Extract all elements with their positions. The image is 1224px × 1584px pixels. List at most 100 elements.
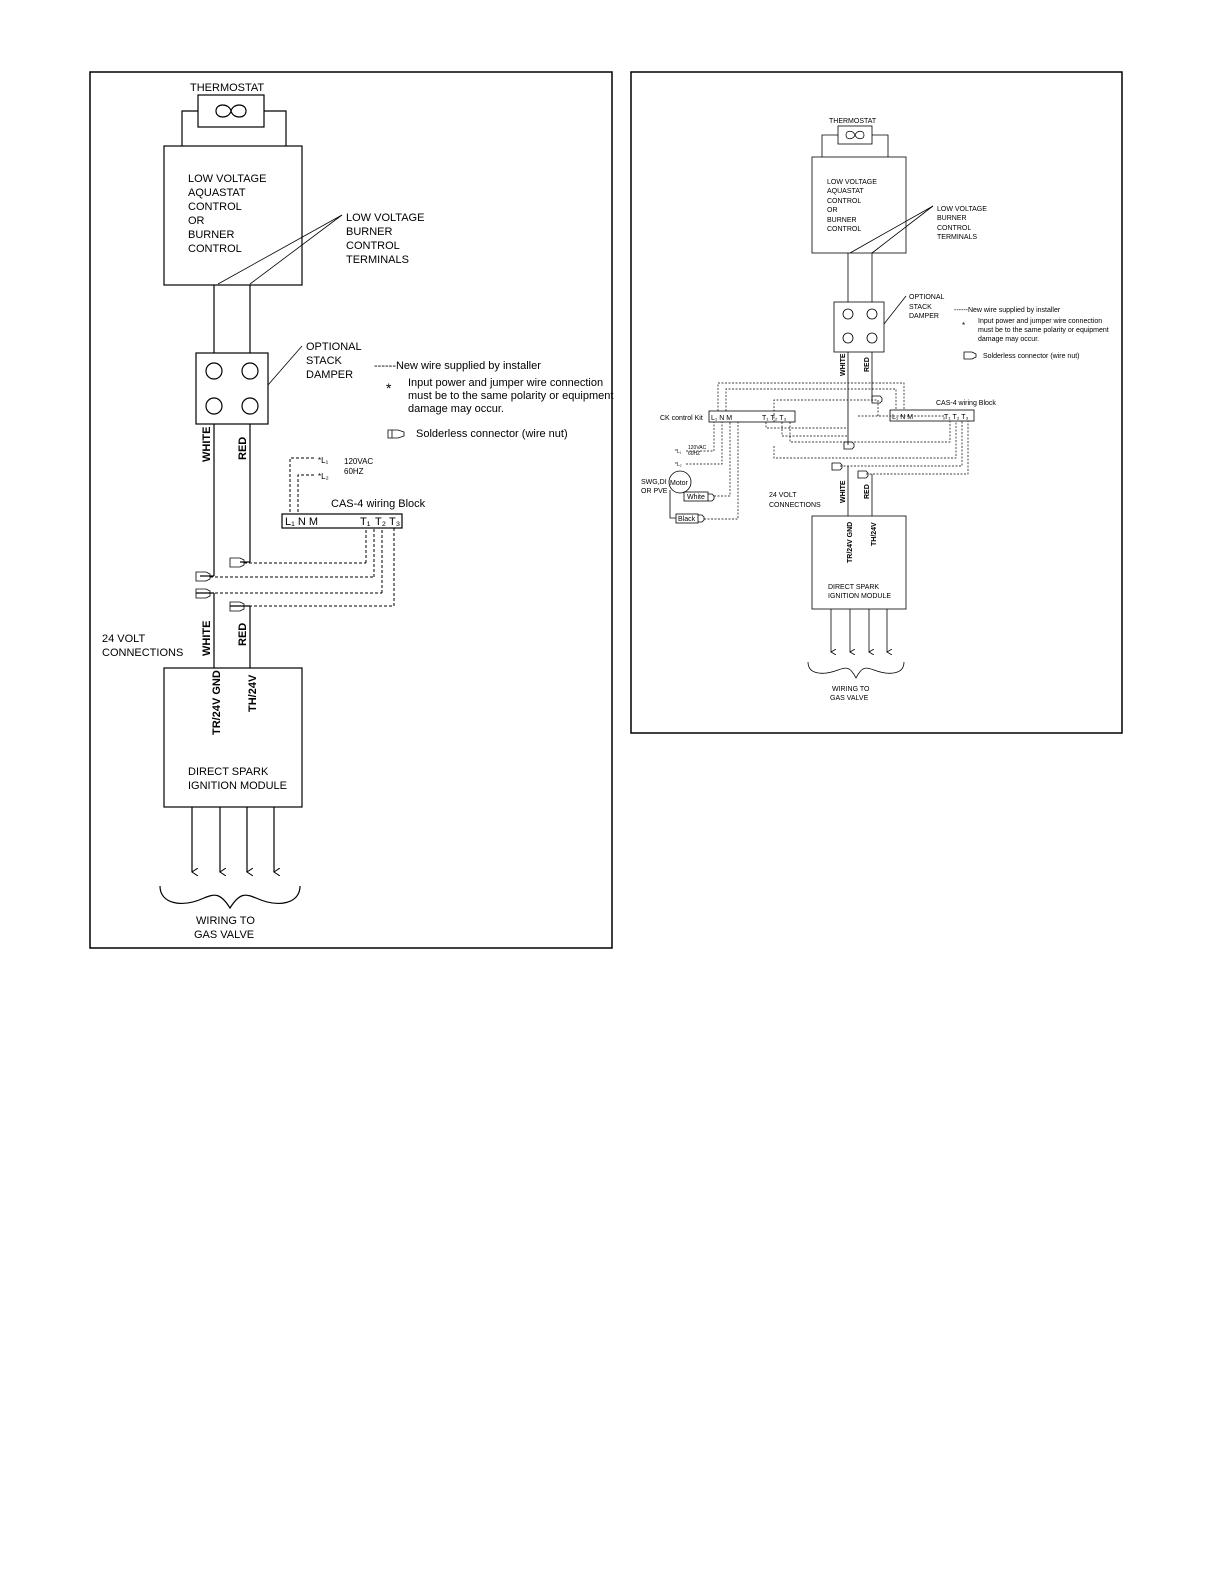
svg-text:Motor: Motor [670,480,689,487]
svg-text:------New wire supplied by ins: ------New wire supplied by installer [954,307,1061,314]
left-wire-nuts [195,557,245,612]
svg-text:TR/24V GND: TR/24V GND [211,670,223,735]
svg-text:LOW VOLTAGE: LOW VOLTAGE [827,179,877,186]
svg-text:GAS VALVE: GAS VALVE [830,695,869,702]
svg-text:60HZ: 60HZ [688,451,700,457]
svg-text:T₁: T₁ [360,516,371,528]
svg-text:WHITE: WHITE [840,353,847,376]
svg-text:WIRING TO: WIRING TO [832,686,870,693]
svg-text:OR: OR [827,207,838,214]
svg-text:OPTIONAL: OPTIONAL [306,341,362,353]
wire-nut-icon [963,351,977,360]
svg-text:T₃: T₃ [389,516,400,528]
svg-text:RED: RED [864,357,871,372]
svg-text:White: White [687,494,705,501]
wire-nut-icon [387,429,405,439]
svg-text:CONTROL: CONTROL [937,225,971,232]
svg-text:SWG,DI: SWG,DI [641,479,667,486]
right-diagram: THERMOSTAT LOW VOLTAGE AQUASTAT CONTROL … [630,71,1123,734]
left-aquastat-control: LOW VOLTAGE AQUASTAT CONTROL OR BURNER C… [163,145,303,286]
svg-text:BURNER: BURNER [937,215,967,222]
svg-text:OR: OR [188,215,205,227]
right-dashed-wiring [717,382,969,475]
svg-text:Input power and jumper wire co: Input power and jumper wire connection [408,377,603,389]
svg-text:CONNECTIONS: CONNECTIONS [769,502,821,509]
svg-text:DIRECT SPARK: DIRECT SPARK [828,584,879,591]
svg-text:TERMINALS: TERMINALS [346,254,409,266]
left-power-supply: *L₁ *L₂ 120VAC 60HZ [289,456,373,514]
svg-text:*L₁: *L₁ [318,456,329,465]
svg-text:24 VOLT: 24 VOLT [102,633,145,645]
svg-text:120VAC: 120VAC [688,445,707,451]
svg-text:LOW VOLTAGE: LOW VOLTAGE [346,212,424,224]
svg-text:T₂: T₂ [375,516,386,528]
svg-text:CONTROL: CONTROL [188,201,242,213]
svg-text:OPTIONAL: OPTIONAL [909,294,945,301]
right-ignition-module: TR/24V GND TH/24V DIRECT SPARK IGNITION … [811,515,907,610]
left-legend: ------New wire supplied by installer * I… [374,360,613,440]
svg-text:DAMPER: DAMPER [909,313,939,320]
svg-text:24 VOLT: 24 VOLT [769,492,797,499]
left-thermostat: THERMOSTAT [181,82,287,146]
svg-text:TERMINALS: TERMINALS [937,234,977,241]
right-ck-control-kit: CK control Kit L₁ N M T₁ T₂ T₃ [660,410,796,423]
right-aquastat-control: LOW VOLTAGE AQUASTAT CONTROL OR BURNER C… [811,156,907,254]
svg-text:60HZ: 60HZ [344,467,364,476]
svg-text:WHITE: WHITE [840,480,847,503]
svg-text:damage may occur.: damage may occur. [408,403,504,415]
svg-text:Solderless connector (wire nut: Solderless connector (wire nut) [983,353,1080,360]
svg-text:*: * [386,380,392,396]
svg-text:CK control Kit: CK control Kit [660,415,703,422]
left-diagram: THERMOSTAT LOW VOLTAGE AQUASTAT CONTROL … [89,71,613,949]
svg-text:T₁ T₂ T₃: T₁ T₂ T₃ [944,414,969,421]
svg-text:*L₂: *L₂ [675,462,682,468]
svg-text:DAMPER: DAMPER [306,369,353,381]
left-stack-damper: OPTIONAL STACK DAMPER [195,341,362,425]
svg-text:120VAC: 120VAC [344,457,373,466]
svg-text:WHITE: WHITE [201,621,213,656]
svg-text:TR/24V GND: TR/24V GND [847,522,854,563]
svg-text:IGNITION MODULE: IGNITION MODULE [188,780,287,792]
svg-text:CONTROL: CONTROL [827,226,861,233]
right-legend: ------New wire supplied by installer * I… [954,307,1109,360]
svg-text:TH/24V: TH/24V [247,674,259,712]
svg-text:L₁ N M: L₁ N M [711,415,732,422]
svg-text:IGNITION MODULE: IGNITION MODULE [828,593,891,600]
svg-text:AQUASTAT: AQUASTAT [188,187,246,199]
svg-text:RED: RED [237,623,249,646]
svg-text:RED: RED [864,484,871,499]
svg-text:L₁ N M: L₁ N M [892,414,913,421]
svg-text:CONTROL: CONTROL [827,198,861,205]
svg-text:AQUASTAT: AQUASTAT [827,188,864,195]
svg-text:*L₁: *L₁ [675,449,682,455]
svg-text:LOW VOLTAGE: LOW VOLTAGE [188,173,266,185]
svg-text:*L₂: *L₂ [318,472,329,481]
left-24v-connections: 24 VOLT CONNECTIONS WHITE RED [102,621,249,659]
svg-text:Solderless connector (wire nut: Solderless connector (wire nut) [416,428,568,440]
svg-text:OR PVE: OR PVE [641,488,668,495]
right-brace [807,661,905,679]
svg-text:must be to the same polarity o: must be to the same polarity or equipmen… [978,327,1109,334]
svg-text:must be to the same polarity o: must be to the same polarity or equipmen… [408,390,613,402]
svg-text:THERMOSTAT: THERMOSTAT [829,118,877,125]
right-motor: SWG,DI OR PVE Motor White Black [641,422,739,524]
svg-text:TH/24V: TH/24V [871,522,878,546]
svg-text:CAS-4 wiring Block: CAS-4 wiring Block [331,498,426,510]
svg-text:RED: RED [237,437,249,460]
svg-text:L₁ N M: L₁ N M [285,516,318,528]
left-thermostat-label: THERMOSTAT [190,82,264,94]
left-ignition-module: TR/24V GND TH/24V DIRECT SPARK IGNITION … [163,667,303,808]
svg-text:BURNER: BURNER [188,229,235,241]
svg-text:damage may occur.: damage may occur. [978,336,1039,343]
right-stack-damper: OPTIONAL STACK DAMPER [833,294,945,353]
left-brace [159,885,301,910]
svg-text:BURNER: BURNER [346,226,393,238]
right-thermostat: THERMOSTAT [821,118,889,157]
svg-text:------New wire supplied by ins: ------New wire supplied by installer [374,360,541,372]
svg-text:STACK: STACK [306,355,343,367]
svg-text:WIRING TO: WIRING TO [196,915,255,927]
right-wire-nuts [831,395,883,479]
svg-text:DIRECT SPARK: DIRECT SPARK [188,766,269,778]
svg-text:CONTROL: CONTROL [346,240,400,252]
